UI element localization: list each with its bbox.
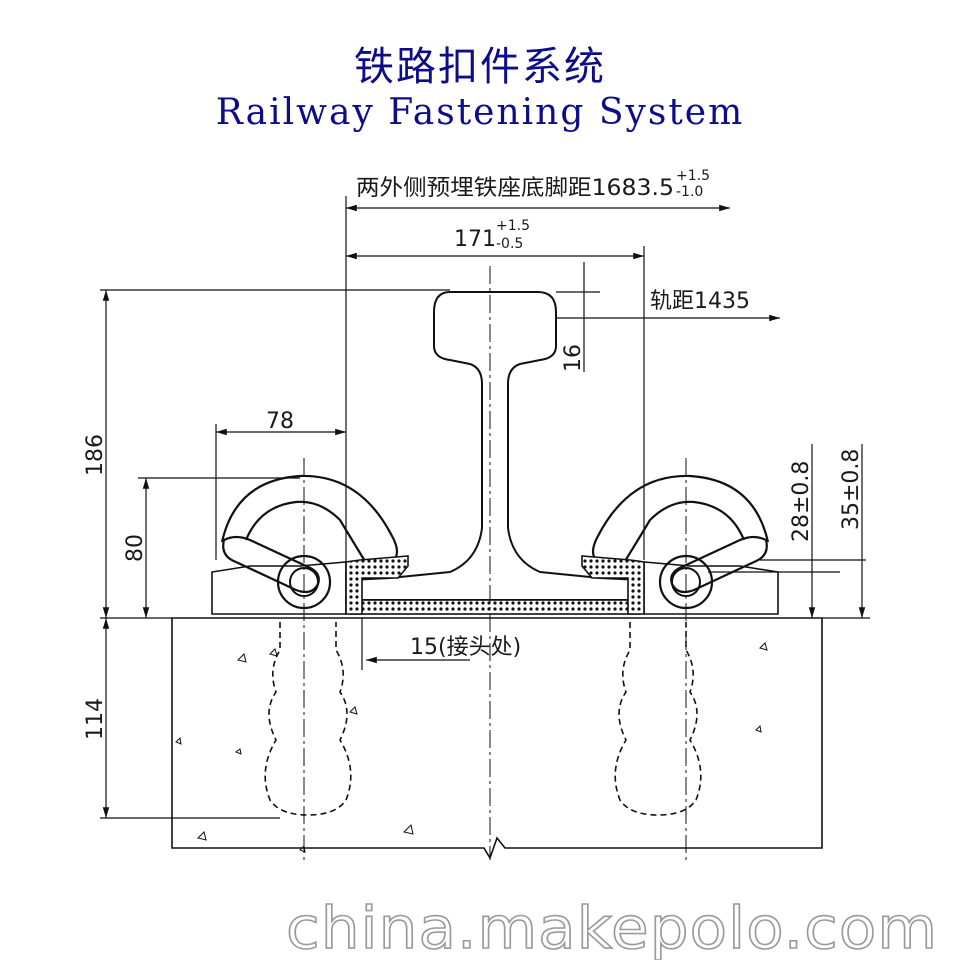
right-insulator (581, 555, 645, 615)
right-shoulder-embed (614, 622, 702, 816)
right-clip (591, 474, 770, 568)
rail-profile (349, 291, 641, 601)
dim-total-height: 186 (83, 434, 108, 476)
rail-pad (349, 599, 641, 615)
left-clip (220, 474, 399, 568)
dim-inner-width-tol-plus: +1.5 (496, 218, 530, 234)
dim-inner-width: 171 (454, 227, 496, 252)
dim-clip-width: 78 (266, 409, 294, 434)
dim-inner-width-tol-minus: -0.5 (496, 236, 523, 252)
watermark: china.makepolo.com (286, 894, 938, 960)
dim-joint: 15(接头处) (410, 635, 521, 660)
title-chinese: 铁路扣件系统 (354, 44, 606, 90)
dim-base-spacing-tol-minus: -1.0 (676, 184, 703, 200)
dim-35: 35±0.8 (839, 449, 864, 530)
dim-head-offset: 16 (561, 344, 586, 372)
dim-clip-height: 80 (123, 534, 148, 562)
dim-sleeper-depth: 114 (83, 698, 108, 740)
title-english: Railway Fastening System (215, 92, 745, 133)
dim-base-spacing: 两外侧预埋铁座底脚距1683.5 (356, 176, 674, 201)
dim-gauge: 轨距1435 (650, 289, 750, 314)
left-insulator (345, 555, 409, 615)
left-shoulder-embed (264, 622, 352, 816)
sleeper-outline (171, 617, 823, 860)
dim-28: 28±0.8 (789, 461, 814, 542)
dim-base-spacing-tol-plus: +1.5 (676, 168, 710, 184)
